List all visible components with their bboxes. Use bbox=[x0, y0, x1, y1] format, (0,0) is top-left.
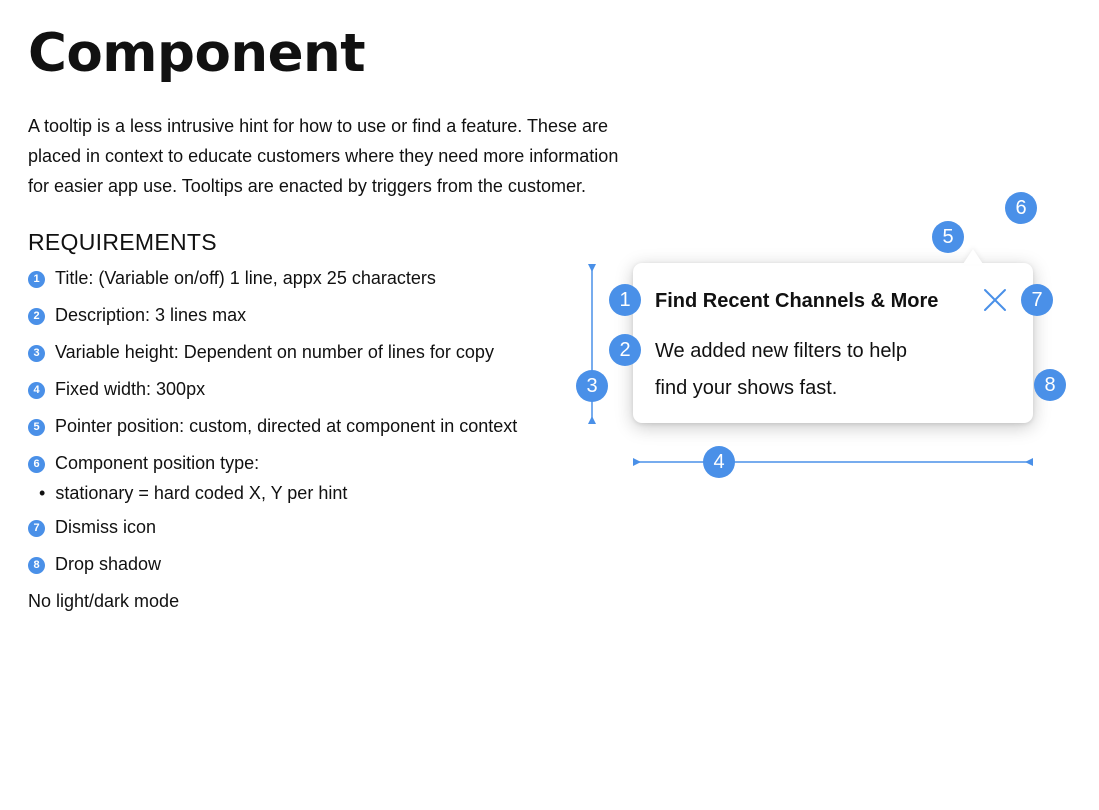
requirement-text: Pointer position: custom, directed at co… bbox=[55, 416, 518, 436]
requirement-item: 7 Dismiss icon bbox=[28, 514, 156, 540]
requirement-text: Title: (Variable on/off) 1 line, appx 25… bbox=[55, 268, 436, 288]
callout-badge: 6 bbox=[1005, 192, 1037, 224]
sub-requirement-text: stationary = hard coded X, Y per hint bbox=[55, 483, 348, 503]
tooltip-description: We added new filters to help find your s… bbox=[655, 333, 907, 407]
requirement-number-badge: 2 bbox=[28, 308, 45, 325]
sub-requirement-item: • stationary = hard coded X, Y per hint bbox=[39, 480, 347, 506]
requirement-item: 3 Variable height: Dependent on number of… bbox=[28, 339, 494, 365]
requirement-text: Variable height: Dependent on number of … bbox=[55, 342, 494, 362]
callout-badge: 4 bbox=[703, 446, 735, 478]
requirement-number-badge: 3 bbox=[28, 345, 45, 362]
requirement-text: Fixed width: 300px bbox=[55, 379, 206, 399]
requirement-text: Component position type: bbox=[55, 453, 260, 473]
callout-badge: 7 bbox=[1021, 284, 1053, 316]
callout-badge: 3 bbox=[576, 370, 608, 402]
requirement-number-badge: 8 bbox=[28, 557, 45, 574]
bullet-glyph: • bbox=[39, 483, 46, 503]
intro-paragraph: A tooltip is a less intrusive hint for h… bbox=[28, 111, 678, 201]
requirement-item: 1 Title: (Variable on/off) 1 line, appx 2… bbox=[28, 265, 436, 291]
requirement-text: Dismiss icon bbox=[55, 517, 157, 537]
requirements-heading: REQUIREMENTS bbox=[28, 229, 217, 255]
callout-badge: 5 bbox=[932, 221, 964, 253]
requirement-item: 2 Description: 3 lines max bbox=[28, 302, 246, 328]
close-icon[interactable] bbox=[983, 288, 1007, 312]
page-title: Component bbox=[28, 23, 366, 84]
requirement-number-badge: 7 bbox=[28, 520, 45, 537]
footnote: No light/dark mode bbox=[28, 591, 180, 611]
tooltip-description-line: find your shows fast. bbox=[655, 377, 838, 399]
tooltip-description-line: We added new filters to help bbox=[655, 340, 908, 362]
tooltip-card bbox=[633, 263, 1033, 423]
intro-line: placed in context to educate customers w… bbox=[28, 146, 619, 166]
requirement-number-badge: 5 bbox=[28, 419, 45, 436]
requirement-item: 5 Pointer position: custom, directed at c… bbox=[28, 413, 517, 439]
intro-line: for easier app use. Tooltips are enacted… bbox=[28, 176, 586, 196]
requirement-text: Drop shadow bbox=[55, 554, 162, 574]
requirement-number-badge: 6 bbox=[28, 456, 45, 473]
requirement-number-badge: 1 bbox=[28, 271, 45, 288]
requirement-item: 8 Drop shadow bbox=[28, 551, 161, 577]
callout-badge: 1 bbox=[609, 284, 641, 316]
requirement-item: 4 Fixed width: 300px bbox=[28, 376, 205, 402]
tooltip-pointer bbox=[963, 249, 983, 264]
callout-badge: 8 bbox=[1034, 369, 1066, 401]
intro-line: A tooltip is a less intrusive hint for h… bbox=[28, 116, 608, 136]
requirement-item: 6 Component position type: bbox=[28, 450, 259, 476]
callout-badge: 2 bbox=[609, 334, 641, 366]
requirement-text: Description: 3 lines max bbox=[55, 305, 247, 325]
tooltip-title: Find Recent Channels & More bbox=[655, 290, 939, 312]
width-measure-line bbox=[633, 458, 1033, 466]
requirement-number-badge: 4 bbox=[28, 382, 45, 399]
